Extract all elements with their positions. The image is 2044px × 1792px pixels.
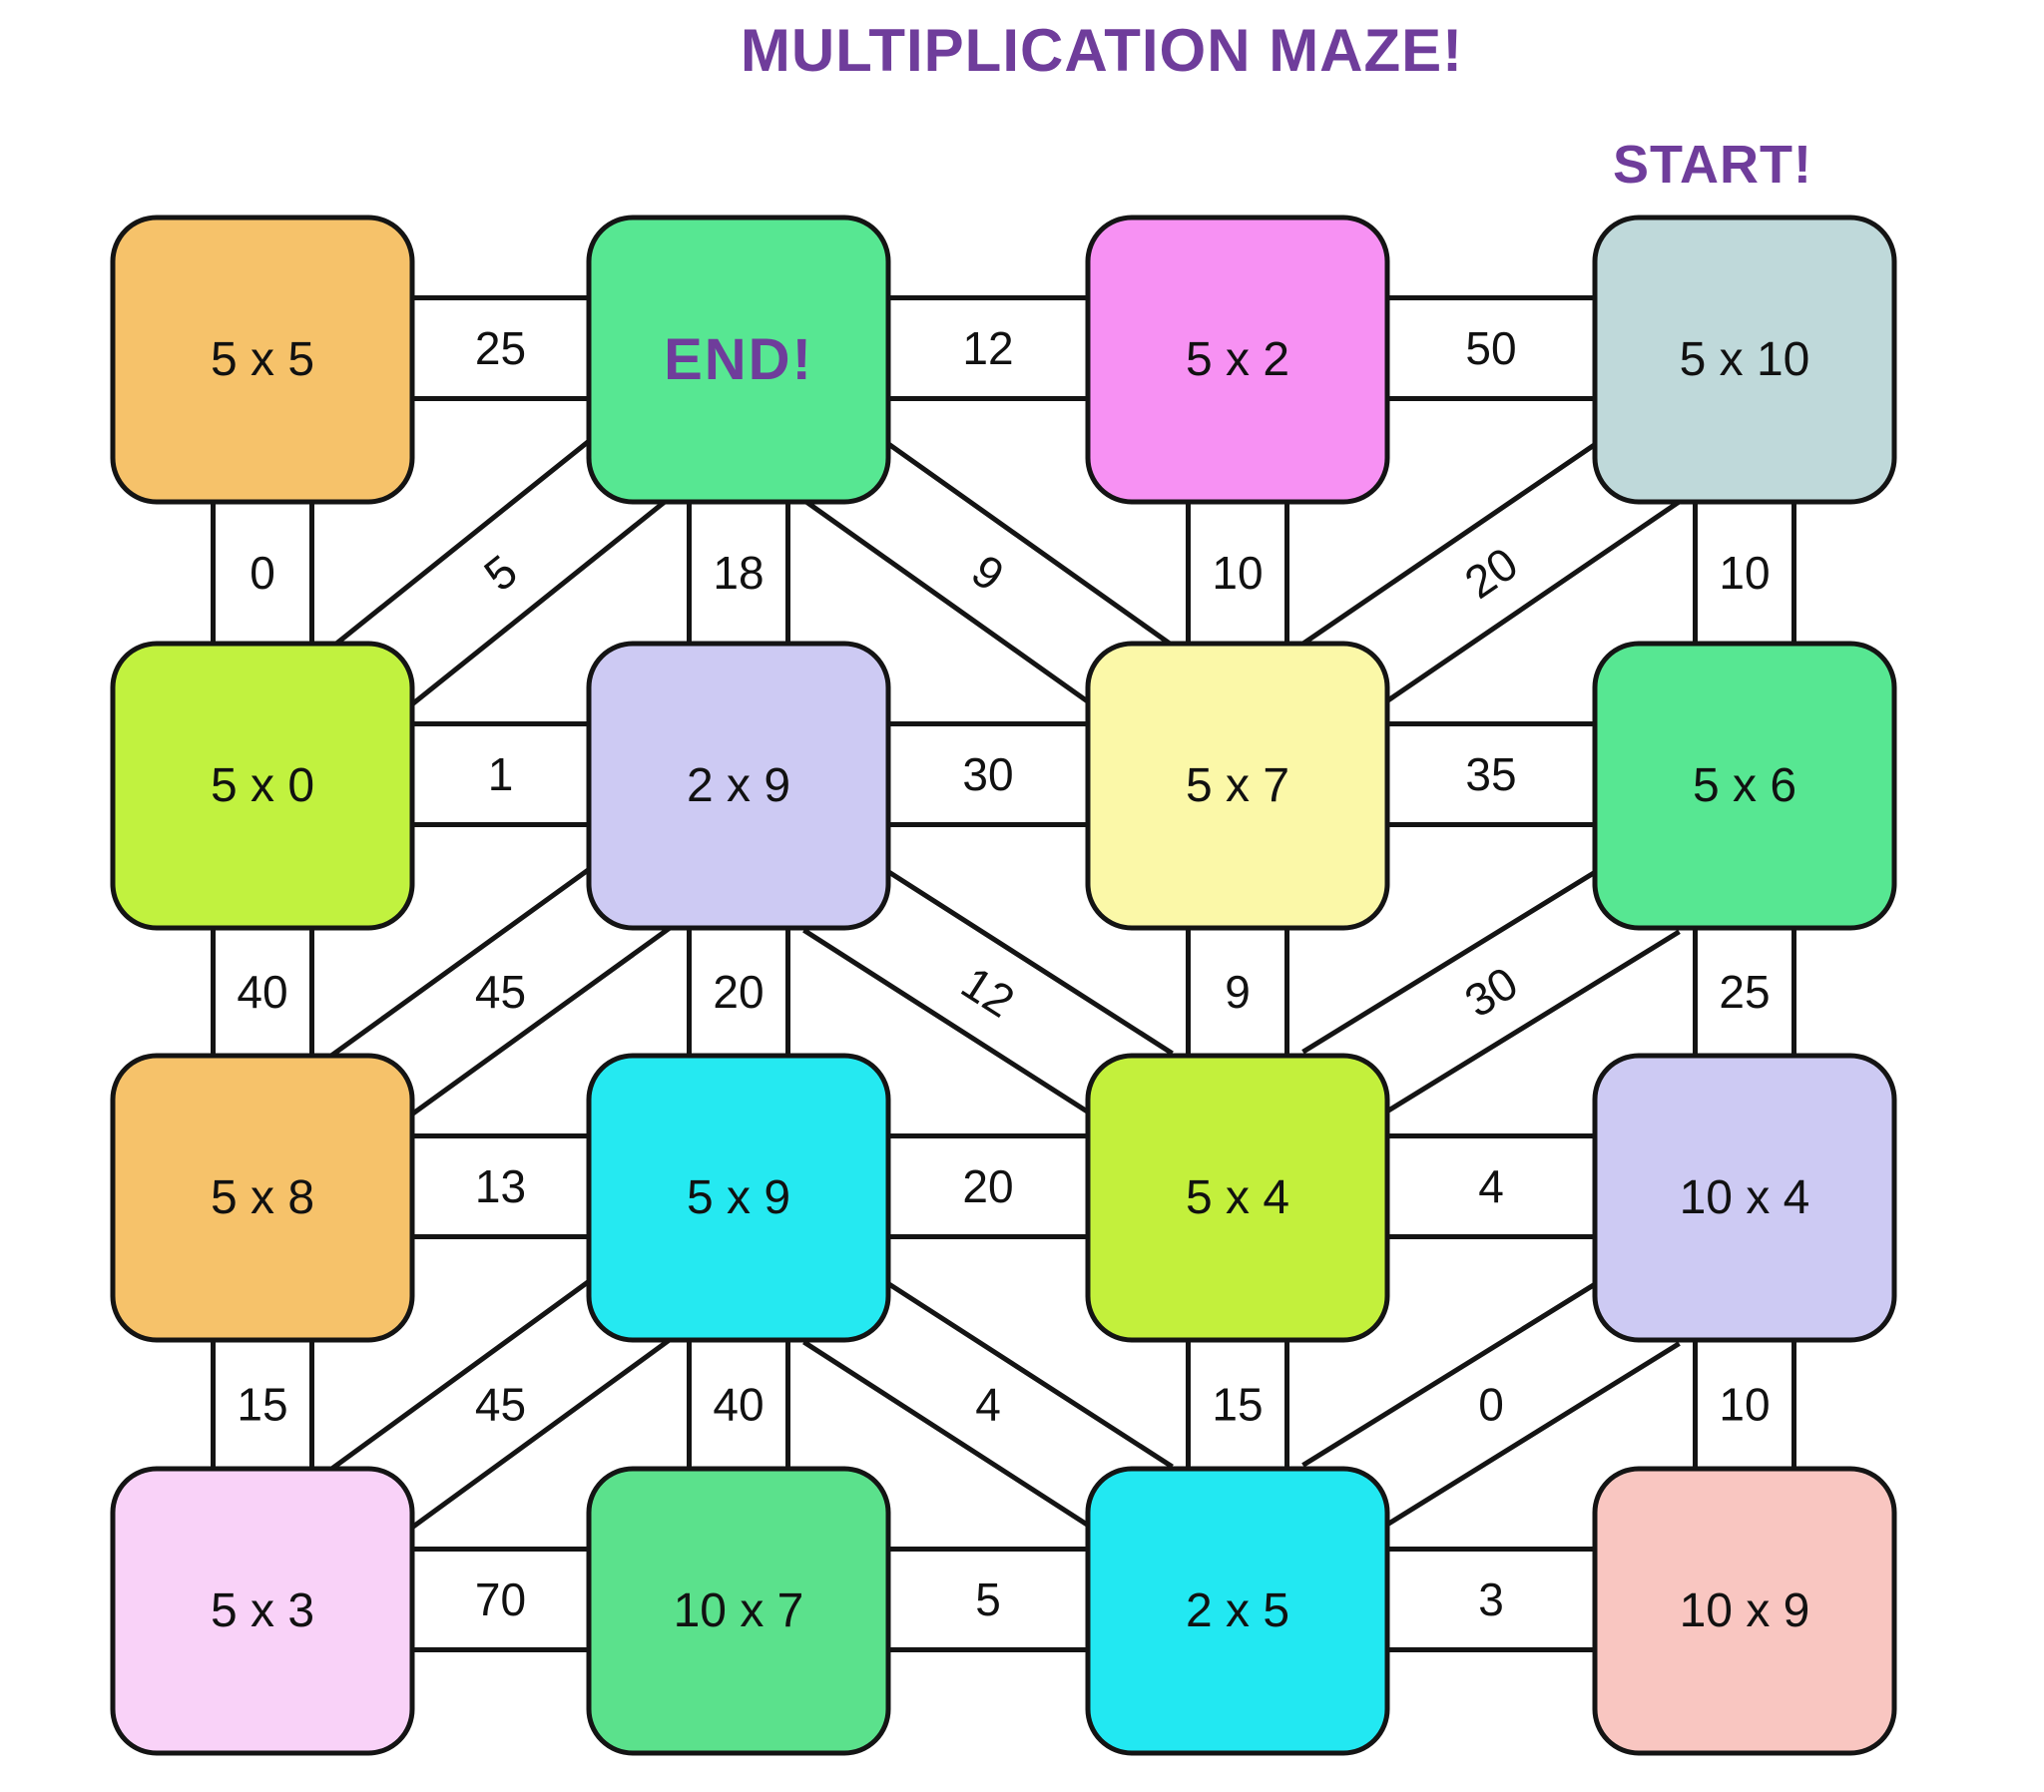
box-problem-text: 5 x 10: [1680, 333, 1810, 386]
box-problem-text: 5 x 0: [211, 759, 314, 812]
start-label: START!: [1613, 135, 1812, 195]
path-du-r1-c2: [1303, 852, 1679, 1131]
path-v-r1-c3-label: 25: [1719, 966, 1770, 1018]
maze-box-5x4: 5 x 4: [1085, 1053, 1390, 1343]
maze-box-5x6: 5 x 6: [1592, 641, 1897, 931]
box-problem-text: 5 x 7: [1186, 759, 1289, 812]
path-v-r1-c1-label: 20: [713, 966, 764, 1018]
maze-box-5x2: 5 x 2: [1085, 215, 1390, 505]
maze-box-5x10: 5 x 10: [1592, 215, 1897, 505]
path-v-r1-c2-label: 9: [1225, 966, 1251, 1018]
path-dd-r0-c1: [804, 424, 1172, 721]
box-problem-text: 5 x 9: [687, 1171, 790, 1224]
path-h-r0-c0-label: 25: [475, 322, 526, 374]
path-h-r3-c1-label: 5: [975, 1573, 1001, 1625]
maze-box-rect: [1592, 215, 1897, 505]
path-h-r3-c2-label: 3: [1478, 1573, 1504, 1625]
worksheet-title: MULTIPLICATION MAZE!: [740, 17, 1464, 84]
maze-box-rect: [1085, 1053, 1390, 1343]
box-problem-text: 2 x 9: [687, 759, 790, 812]
path-du-r1-c0-label: 45: [475, 966, 526, 1018]
path-du-r1-c0: [328, 850, 673, 1133]
path-v-r2-c1-label: 40: [713, 1379, 764, 1431]
box-problem-text: 5 x 8: [211, 1171, 314, 1224]
path-v-r2-c0-label: 15: [237, 1379, 287, 1431]
maze-box-end: END!: [586, 215, 891, 505]
path-v-r1-c0-label: 40: [237, 966, 287, 1018]
path-h-r1-c0-label: 1: [488, 748, 514, 800]
path-v-r0-c0-label: 0: [250, 547, 275, 599]
path-h-r2-c2-label: 4: [1478, 1160, 1504, 1212]
path-h-r1-c2-label: 35: [1465, 748, 1516, 800]
maze-box-10x7: 10 x 7: [586, 1466, 891, 1756]
box-problem-text: 2 x 5: [1186, 1584, 1289, 1637]
maze-box-10x9: 10 x 9: [1592, 1466, 1897, 1756]
path-v-r2-c2-label: 15: [1212, 1379, 1263, 1431]
maze-box-rect: [586, 1466, 891, 1756]
maze-box-5x0: 5 x 0: [110, 641, 415, 931]
box-problem-text: 5 x 3: [211, 1584, 314, 1637]
box-problem-text: 5 x 6: [1693, 759, 1796, 812]
path-dd-r2-c1-label: 4: [975, 1379, 1001, 1431]
path-du-r2-c2: [1303, 1264, 1679, 1545]
maze-box-rect: [1085, 641, 1390, 931]
path-h-r1-c1-label: 30: [962, 748, 1013, 800]
maze-box-rect: [586, 641, 891, 931]
end-label: END!: [664, 327, 813, 392]
box-problem-text: 5 x 4: [1186, 1171, 1289, 1224]
path-du-r2-c2-label: 0: [1478, 1379, 1504, 1431]
path-dd-r2-c1: [804, 1264, 1172, 1545]
path-v-r0-c2-label: 10: [1212, 547, 1263, 599]
box-problem-text: 10 x 9: [1680, 1584, 1810, 1637]
maze-box-rect: [1592, 641, 1897, 931]
path-du-r0-c2: [1303, 425, 1679, 720]
maze-box-rect: [586, 215, 891, 505]
maze-box-rect: [110, 215, 415, 505]
path-du-r2-c0-label: 45: [475, 1379, 526, 1431]
box-problem-text: 5 x 5: [211, 333, 314, 386]
path-h-r3-c0-label: 70: [475, 1573, 526, 1625]
path-du-r0-c0: [329, 423, 672, 722]
maze-box-5x8: 5 x 8: [110, 1053, 415, 1343]
path-h-r2-c0-label: 13: [475, 1160, 526, 1212]
path-du-r2-c0: [328, 1262, 673, 1547]
maze-box-rect: [1592, 1466, 1897, 1756]
maze-box-rect: [586, 1053, 891, 1343]
maze-box-2x5: 2 x 5: [1085, 1466, 1390, 1756]
maze-box-rect: [110, 1466, 415, 1756]
box-problem-text: 5 x 2: [1186, 333, 1289, 386]
path-h-r0-c2-label: 50: [1465, 322, 1516, 374]
box-problem-text: 10 x 4: [1680, 1171, 1810, 1224]
maze-box-rect: [110, 641, 415, 931]
path-dd-r1-c1: [804, 852, 1172, 1131]
box-problem-text: 10 x 7: [674, 1584, 804, 1637]
maze-box-rect: [1085, 215, 1390, 505]
maze-box-5x3: 5 x 3: [110, 1466, 415, 1756]
path-v-r0-c3-label: 10: [1719, 547, 1770, 599]
maze-boxes: 5 x 5 END! 5 x 2 5 x 10 5 x 0 2 x 9 5 x 7 5 x 6…: [110, 215, 1897, 1756]
maze-box-rect: [1592, 1053, 1897, 1343]
path-h-r2-c1-label: 20: [962, 1160, 1013, 1212]
maze-box-5x7: 5 x 7: [1085, 641, 1390, 931]
maze-box-rect: [110, 1053, 415, 1343]
maze-box-rect: [1085, 1466, 1390, 1756]
maze-box-2x9: 2 x 9: [586, 641, 891, 931]
maze-box-5x9: 5 x 9: [586, 1053, 891, 1343]
maze-box-5x5: 5 x 5: [110, 215, 415, 505]
path-v-r0-c1-label: 18: [713, 547, 764, 599]
path-v-r2-c3-label: 10: [1719, 1379, 1770, 1431]
path-h-r0-c1-label: 12: [962, 322, 1013, 374]
maze-box-10x4: 10 x 4: [1592, 1053, 1897, 1343]
